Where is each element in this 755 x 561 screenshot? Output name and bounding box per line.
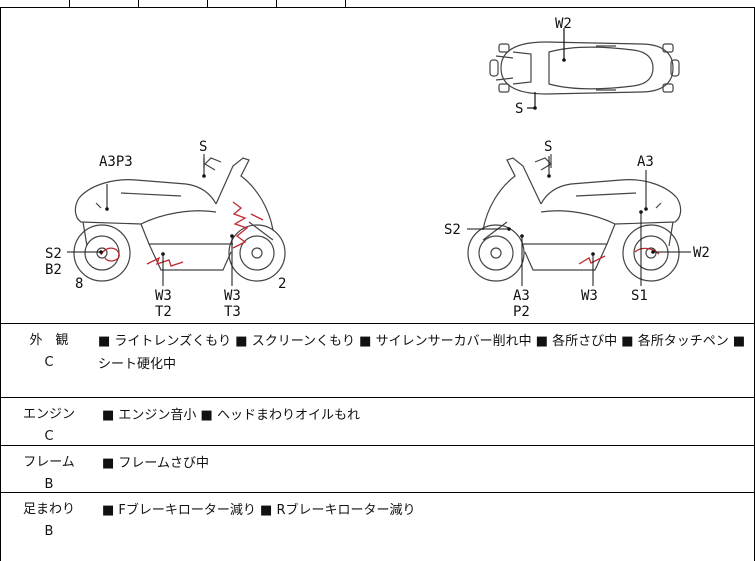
category-name: フレーム xyxy=(23,455,75,470)
category-grade: C xyxy=(44,429,54,444)
marker-dot xyxy=(562,58,566,62)
scooter-diagram-svg: W2 S S A3P3 S2 B2 8 W3 T2 W3 T3 2 S A3 S… xyxy=(45,16,710,320)
label-w3-t3-top: W3 xyxy=(224,288,241,304)
label-w3-t3-bottom: T3 xyxy=(224,304,241,320)
scooter-top-view xyxy=(489,41,680,95)
label-2: 2 xyxy=(278,276,286,292)
condition-line: ■ ライトレンズくもり ■ スクリーンくもり ■ サイレンサーカバー削れ中 ■ … xyxy=(98,334,746,349)
marker-dot xyxy=(533,106,537,110)
label-s2-right: S2 xyxy=(444,222,461,238)
damage-marks xyxy=(100,201,660,267)
condition-row-suspension: 足まわり B ■ Fブレーキローター減り ■ Rブレーキローター減り xyxy=(0,493,755,561)
category-name: エンジン xyxy=(22,407,75,422)
label-a3-p2-top: A3 xyxy=(513,288,530,304)
strip-cell xyxy=(276,0,345,8)
previous-table-strip xyxy=(0,0,755,8)
category-name: 足まわり xyxy=(22,502,75,517)
damage-mark xyxy=(232,201,249,249)
condition-line: ■ Fブレーキローター減り ■ Rブレーキローター減り xyxy=(102,503,416,518)
strip-cell xyxy=(345,0,755,8)
category-name: 外 観 xyxy=(29,333,69,348)
leader-lines-right xyxy=(467,156,691,286)
damage-mark xyxy=(634,247,660,255)
label-8: 8 xyxy=(75,276,83,292)
category-cell: エンジン C xyxy=(1,404,97,448)
label-w2-top: W2 xyxy=(555,16,572,32)
damage-mark xyxy=(146,256,184,267)
category-grade: B xyxy=(44,524,54,539)
label-w2-right: W2 xyxy=(693,245,710,261)
damage-mark xyxy=(100,247,120,262)
label-w3-right: W3 xyxy=(581,288,598,304)
label-s-right: S xyxy=(544,139,552,155)
condition-line: シート硬化中 xyxy=(98,357,177,372)
strip-cell xyxy=(207,0,276,8)
label-a3-p2-bottom: P2 xyxy=(513,304,530,320)
label-a3p3: A3P3 xyxy=(99,154,133,170)
condition-items: ■ Fブレーキローター減り ■ Rブレーキローター減り xyxy=(102,499,415,522)
label-w3-t2-top: W3 xyxy=(155,288,172,304)
category-cell: 外 観 C xyxy=(1,330,97,374)
condition-row-exterior: 外 観 C ■ ライトレンズくもり ■ スクリーンくもり ■ サイレンサーカバー… xyxy=(0,324,755,398)
label-a3-right: A3 xyxy=(637,154,654,170)
condition-row-engine: エンジン C ■ エンジン音小 ■ ヘッドまわりオイルもれ xyxy=(0,398,755,446)
category-grade: C xyxy=(44,355,54,370)
category-cell: 足まわり B xyxy=(1,499,97,543)
scooter-right-view xyxy=(467,154,682,282)
label-w3-t2-bottom: T2 xyxy=(155,304,172,320)
label-s2-left: S2 xyxy=(45,246,62,262)
condition-items: ■ ライトレンズくもり ■ スクリーンくもり ■ サイレンサーカバー削れ中 ■ … xyxy=(98,330,745,376)
damage-mark xyxy=(578,255,606,265)
scooter-left-view xyxy=(73,154,286,282)
condition-line: ■ エンジン音小 ■ ヘッドまわりオイルもれ xyxy=(102,408,360,423)
damage-diagram: W2 S S A3P3 S2 B2 8 W3 T2 W3 T3 2 S A3 S… xyxy=(0,8,755,324)
condition-items: ■ フレームさび中 xyxy=(102,452,209,475)
strip-cell xyxy=(69,0,138,8)
condition-items: ■ エンジン音小 ■ ヘッドまわりオイルもれ xyxy=(102,404,360,427)
strip-cell xyxy=(138,0,207,8)
condition-line: ■ フレームさび中 xyxy=(102,456,210,471)
damage-mark xyxy=(250,213,264,221)
label-s-left: S xyxy=(199,139,207,155)
leader-lines-left xyxy=(67,158,234,286)
label-s-top: S xyxy=(515,101,523,117)
condition-row-frame: フレーム B ■ フレームさび中 xyxy=(0,446,755,493)
label-s1: S1 xyxy=(631,288,648,304)
category-cell: フレーム B xyxy=(1,452,97,496)
category-grade: B xyxy=(44,477,54,492)
label-b2: B2 xyxy=(45,262,62,278)
